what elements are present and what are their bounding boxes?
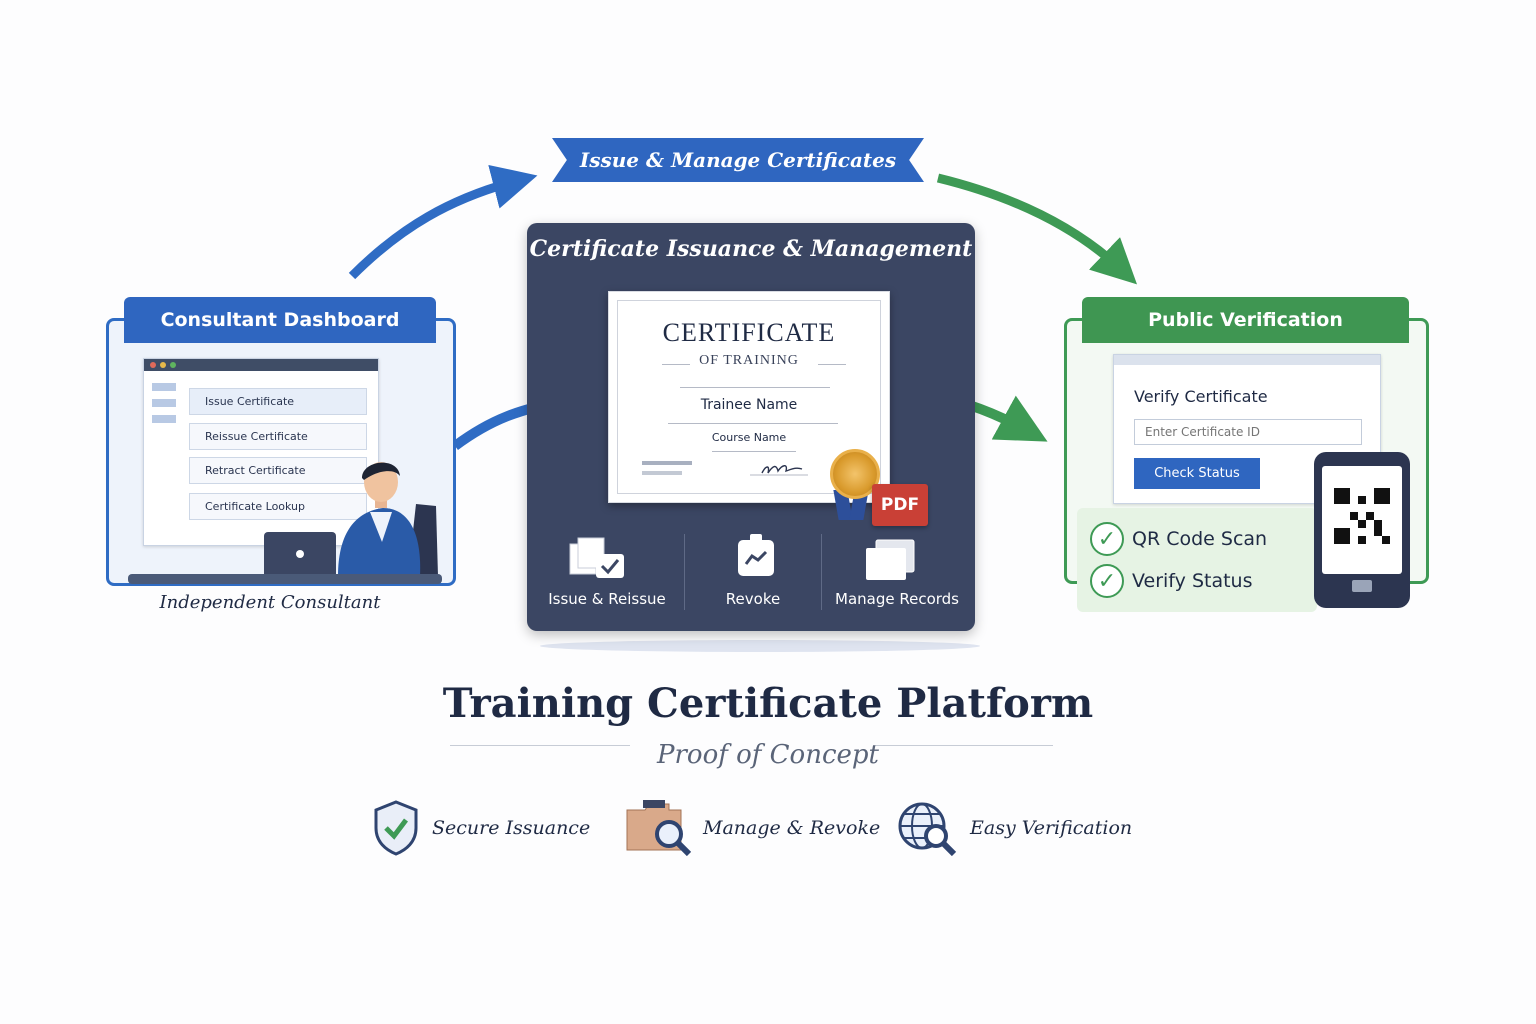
consultant-avatar (258, 462, 438, 580)
desk (128, 574, 442, 584)
check-label: QR Code Scan (1132, 528, 1268, 550)
signature-icon (750, 465, 808, 476)
globe-search-icon (898, 802, 957, 856)
sidebar-strip (152, 399, 176, 407)
menu-certificate-lookup[interactable]: Certificate Lookup (189, 493, 367, 520)
text-placeholder (642, 471, 682, 475)
window-titlebar (1114, 355, 1380, 365)
consultant-header-label: Consultant Dashboard (160, 309, 400, 331)
phone-button (1352, 580, 1372, 592)
issue-reissue-icon[interactable] (568, 536, 626, 580)
check-status-button[interactable]: Check Status (1134, 458, 1260, 489)
trainee-name: Trainee Name (700, 397, 798, 413)
item-label: Manage & Revoke (703, 817, 881, 839)
item-label: Secure Issuance (432, 817, 591, 839)
text-placeholder (642, 461, 692, 465)
menu-retract-certificate[interactable]: Retract Certificate (189, 457, 367, 484)
item-manage-revoke: Manage & Revoke (625, 800, 880, 856)
pdf-icon: PDF (872, 484, 928, 526)
top-banner: Issue & Manage Certificates (552, 138, 924, 182)
check-icon: ✓ (1090, 564, 1124, 598)
seal-icon (830, 449, 880, 499)
check-qr-code-scan: ✓ QR Code Scan (1090, 522, 1267, 556)
certificate-id-input[interactable] (1134, 419, 1362, 445)
certificate-border: CERTIFICATE OF TRAINING Trainee Name Cou… (617, 300, 881, 494)
menu-issue-certificate[interactable]: Issue Certificate (189, 388, 367, 415)
title-rule (450, 745, 630, 746)
cert-rule (668, 423, 838, 424)
window-titlebar (144, 359, 378, 371)
item-label: Easy Verification (970, 817, 1133, 839)
consultant-header: Consultant Dashboard (124, 297, 436, 343)
menu-reissue-certificate[interactable]: Reissue Certificate (189, 423, 367, 450)
sidebar-strip (152, 383, 176, 391)
sidebar-strip (152, 415, 176, 423)
cert-rule (712, 451, 796, 452)
phone-screen (1322, 466, 1402, 574)
revoke-icon[interactable] (736, 534, 776, 578)
consultant-caption: Independent Consultant (159, 592, 381, 613)
item-secure-issuance: Secure Issuance (372, 800, 590, 856)
dashboard-window: Issue Certificate Reissue Certificate Re… (143, 358, 379, 546)
feature-revoke[interactable]: Revoke (725, 590, 781, 608)
cert-rule (818, 364, 846, 365)
certificate-title: CERTIFICATE (662, 318, 836, 347)
cert-rule (662, 364, 690, 365)
check-label: Verify Status (1132, 570, 1253, 592)
panel-shadow (540, 640, 980, 652)
verify-title: Verify Certificate (1134, 387, 1268, 406)
arrow-dashboard-to-banner (348, 164, 538, 280)
feature-divider (821, 534, 822, 610)
verification-header-label: Public Verification (1148, 309, 1343, 331)
close-dot-icon (150, 362, 156, 368)
folder-search-icon (626, 800, 691, 856)
check-icon: ✓ (1090, 522, 1124, 556)
platform-title: Training Certificate Platform (442, 680, 1094, 727)
course-name: Course Name (711, 431, 787, 444)
feature-issue-reissue[interactable]: Issue & Reissue (548, 590, 666, 608)
qr-code-icon (1334, 488, 1390, 544)
item-easy-verification: Easy Verification (896, 800, 1132, 856)
banner-label: Issue & Manage Certificates (579, 148, 897, 172)
phone-icon (1314, 452, 1410, 608)
feature-divider (684, 534, 685, 610)
certificate-subtitle: OF TRAINING (699, 353, 799, 368)
pdf-label: PDF (880, 495, 920, 515)
maximize-dot-icon (170, 362, 176, 368)
check-verify-status: ✓ Verify Status (1090, 564, 1253, 598)
title-rule (875, 745, 1053, 746)
manage-records-icon[interactable] (862, 538, 918, 582)
feature-manage-records[interactable]: Manage Records (835, 590, 959, 608)
shield-check-icon (374, 800, 418, 856)
minimize-dot-icon (160, 362, 166, 368)
issuance-title: Certificate Issuance & Management (529, 236, 973, 262)
cert-rule (680, 387, 830, 388)
verification-header: Public Verification (1082, 297, 1409, 343)
arrow-banner-to-verification (936, 173, 1138, 285)
platform-subtitle: Proof of Concept (657, 740, 879, 770)
